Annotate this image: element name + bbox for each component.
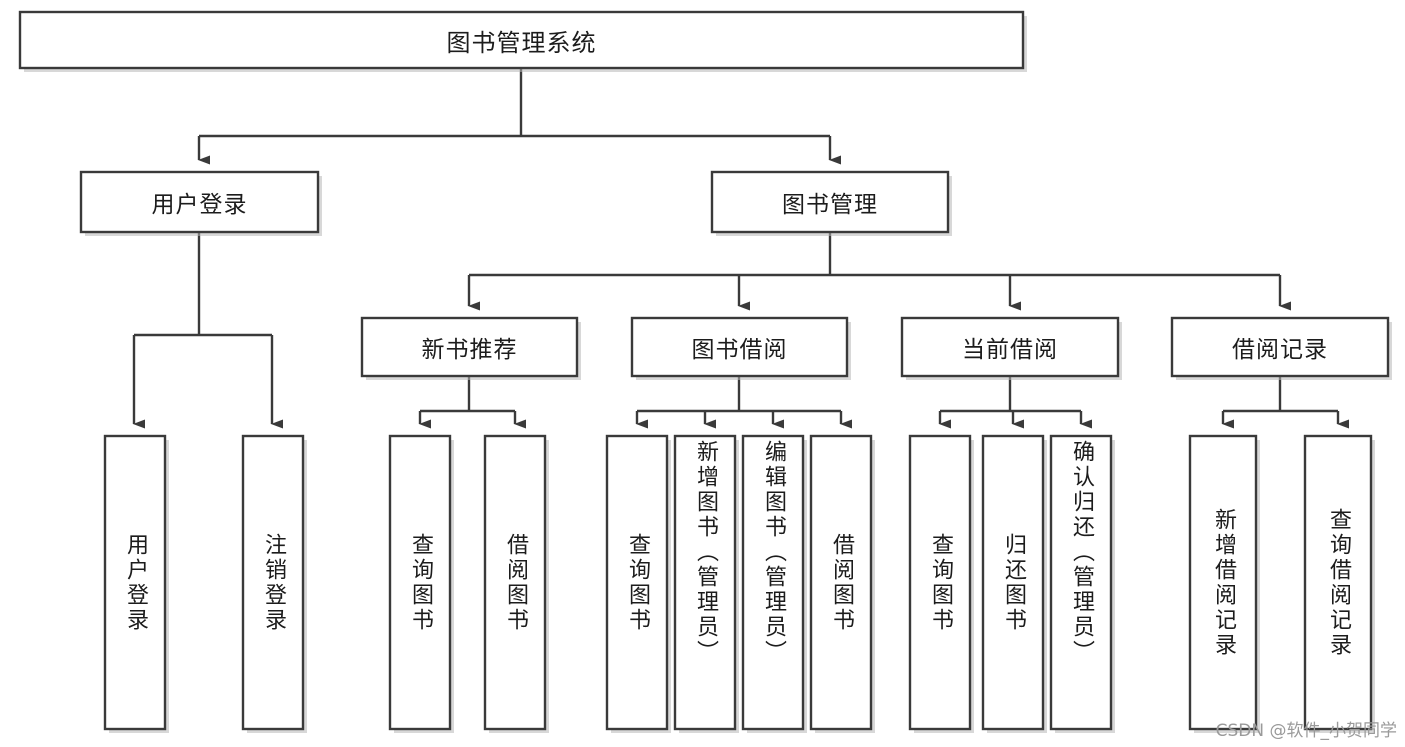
node-box-borrow-records[interactable]: [1170, 316, 1390, 378]
node-box-leaf-edit-book-admin[interactable]: [741, 434, 805, 731]
node-box-leaf-borrow-book[interactable]: [809, 434, 873, 731]
node-box-leaf-logout[interactable]: [241, 434, 305, 731]
node-box-leaf-confirm-return-admin[interactable]: [1049, 434, 1113, 731]
node-box-current-borrow[interactable]: [900, 316, 1120, 378]
node-box-leaf-add-book-admin[interactable]: [673, 434, 737, 731]
node-box-layer: [18, 10, 1392, 733]
node-box-new-book-recommend[interactable]: [360, 316, 579, 378]
node-box-leaf-query-book-borrow[interactable]: [605, 434, 669, 731]
node-box-root[interactable]: [18, 10, 1025, 70]
node-box-book-borrow[interactable]: [630, 316, 849, 378]
node-box-book-mgmt[interactable]: [710, 170, 950, 234]
node-box-leaf-query-book-current[interactable]: [908, 434, 972, 731]
node-box-leaf-return-book[interactable]: [981, 434, 1045, 731]
node-box-user-login[interactable]: [79, 170, 320, 234]
node-box-leaf-user-login[interactable]: [103, 434, 167, 731]
node-box-leaf-borrow-book-new[interactable]: [483, 434, 547, 731]
node-box-leaf-query-book-new[interactable]: [388, 434, 452, 731]
node-box-leaf-add-borrow-record[interactable]: [1188, 434, 1258, 731]
node-box-leaf-query-borrow-record[interactable]: [1303, 434, 1373, 731]
connector-layer: [132, 68, 1349, 429]
